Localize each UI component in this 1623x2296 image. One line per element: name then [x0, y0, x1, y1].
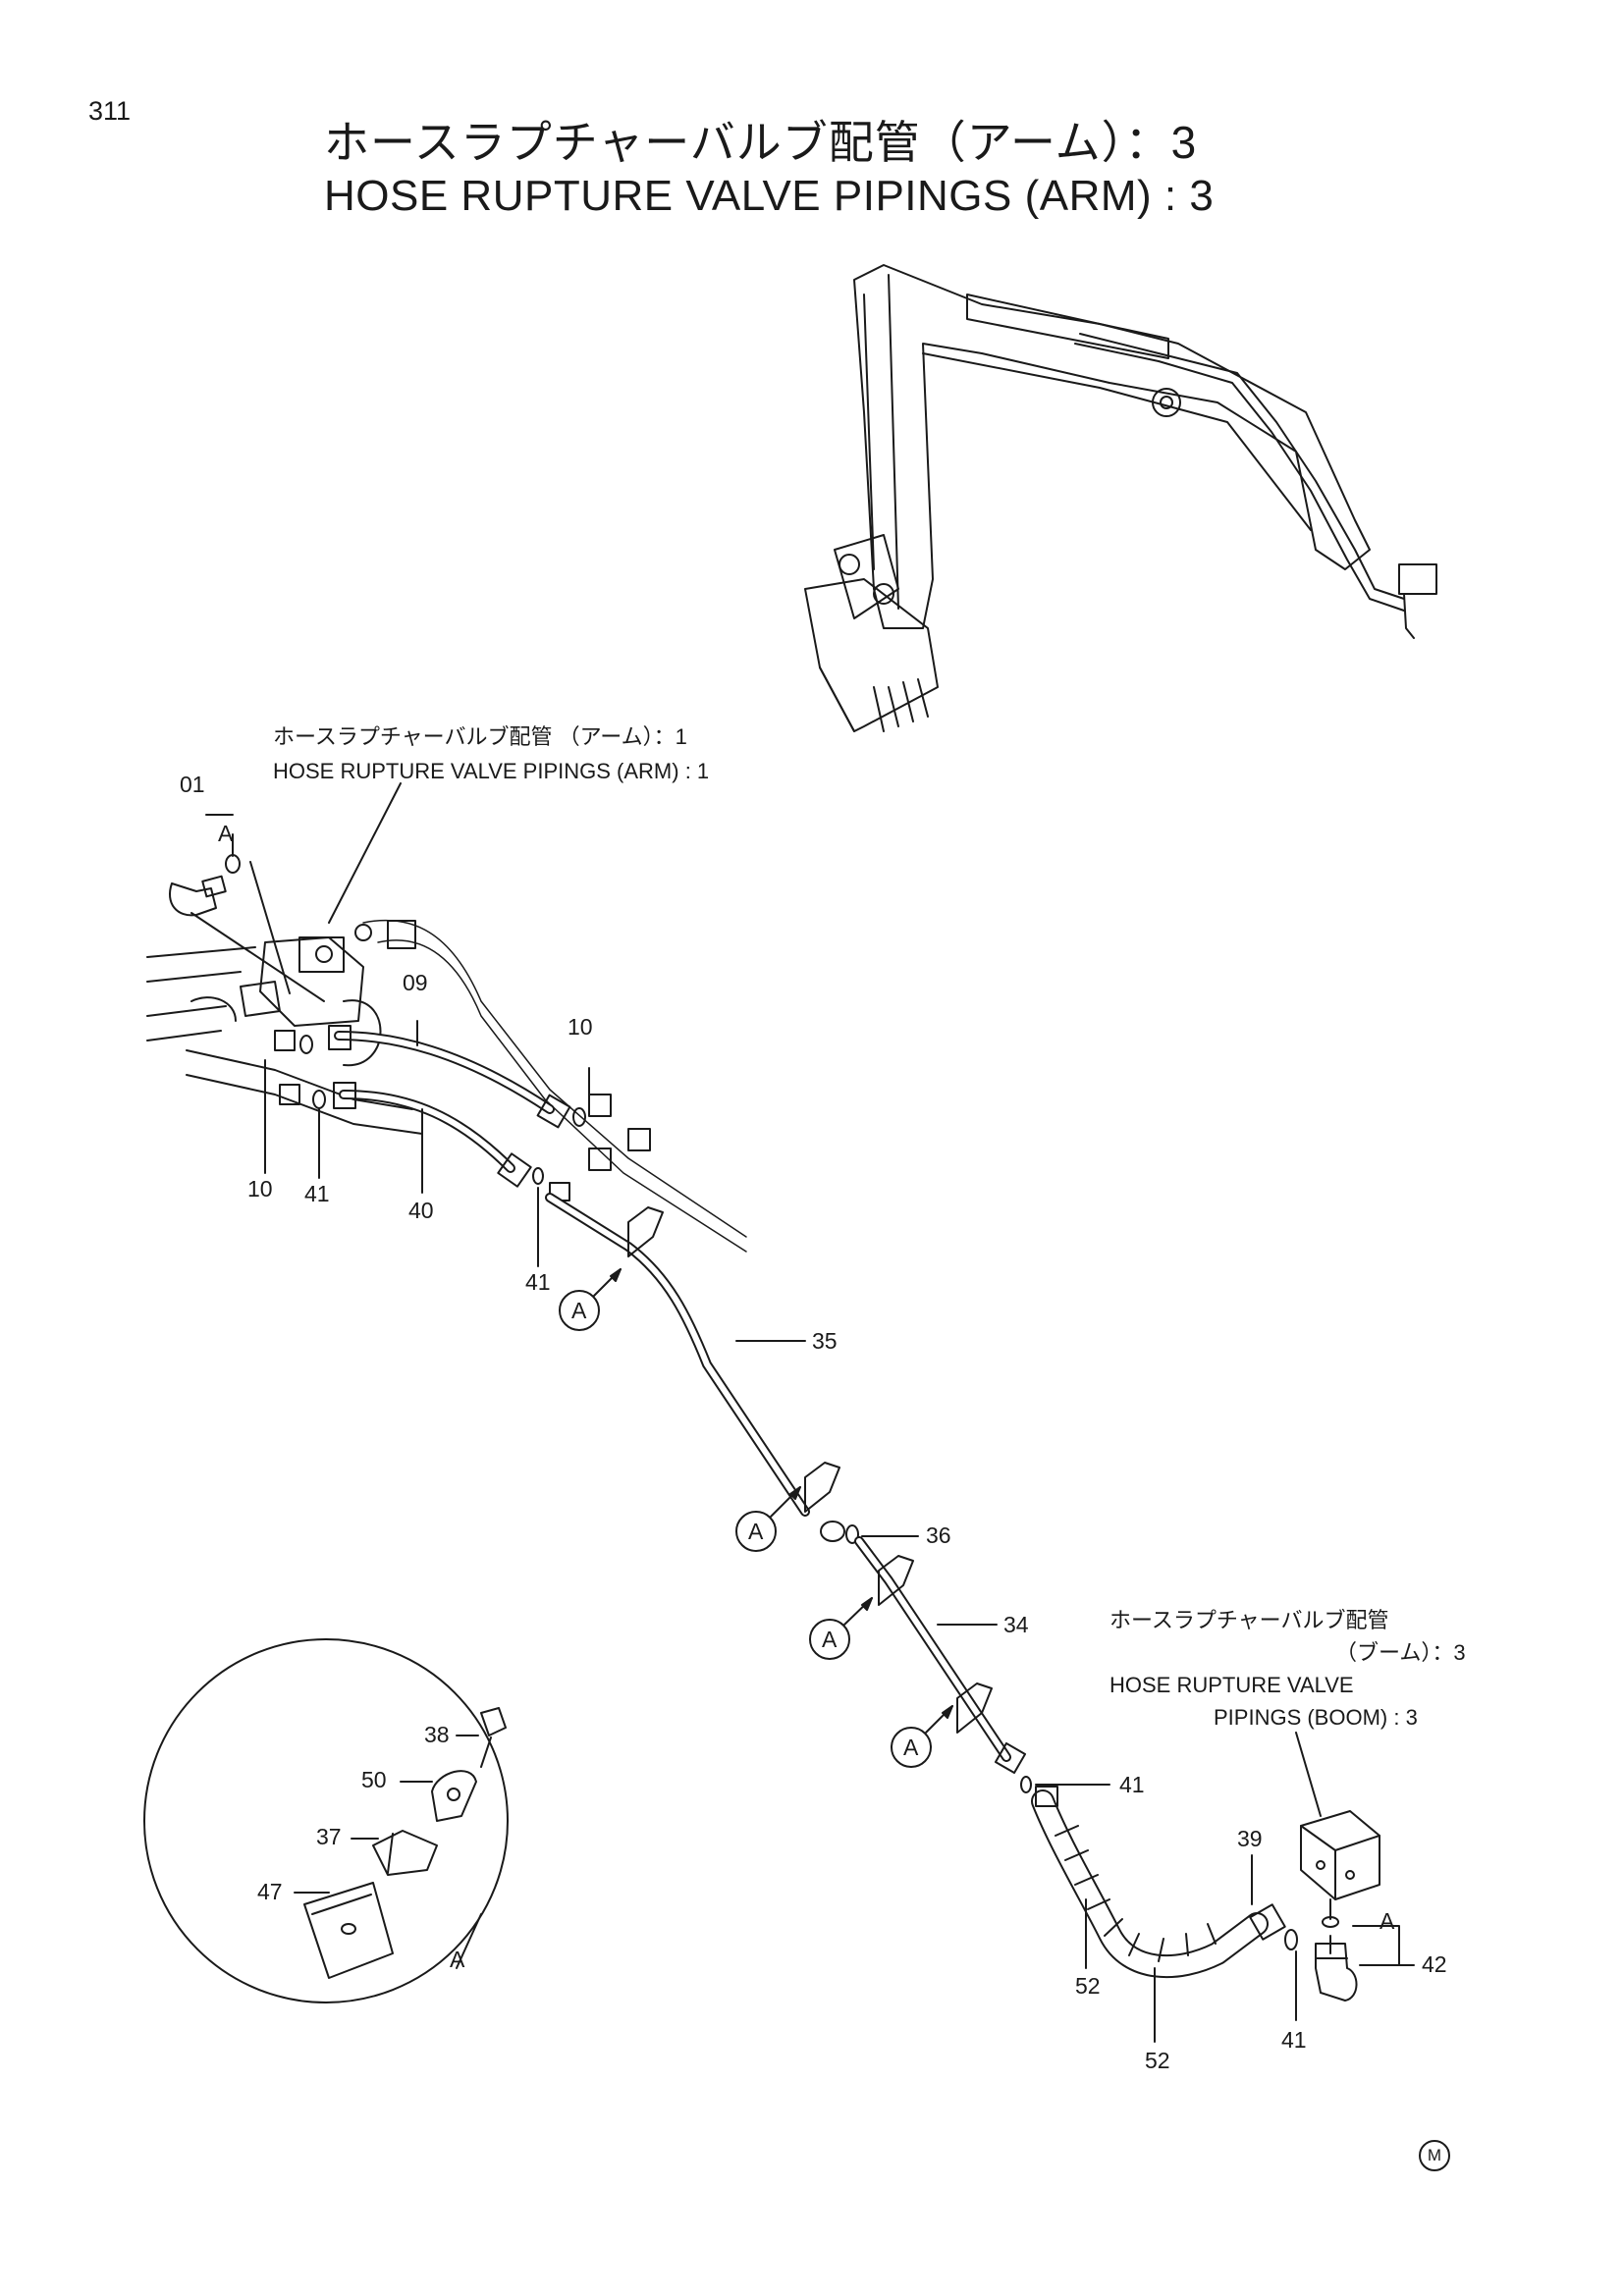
part-label-10: 10 [568, 1014, 593, 1040]
detail-circle [143, 1638, 509, 2003]
xref-boom-japanese: ホースラプチャーバルブ配管 [1109, 1608, 1389, 1632]
callout-arrows [559, 1268, 953, 1768]
hose-09 [328, 1020, 586, 1129]
part-label-01: 01 [180, 772, 205, 797]
callout-a-label: A [571, 1298, 587, 1323]
xref-arm-english: HOSE RUPTURE VALVE PIPINGS (ARM) : 1 [273, 759, 710, 783]
xref-boom-japanese-line2: （ブーム）：3 [1335, 1640, 1466, 1665]
xref-boom-english-line2: PIPINGS (BOOM) : 3 [1214, 1705, 1418, 1730]
part-label-41: 41 [1119, 1772, 1145, 1797]
page-title-english: HOSE RUPTURE VALVE PIPINGS (ARM) : 3 [324, 172, 1215, 220]
callout-a-label: A [822, 1627, 838, 1652]
part-label-34: 34 [1003, 1612, 1029, 1637]
part-label-52: 52 [1145, 2048, 1170, 2073]
callout-a-label: A [748, 1519, 764, 1544]
pipe-35 [532, 1167, 840, 1517]
hose-40 [333, 1082, 532, 1194]
part-label-40: 40 [408, 1198, 434, 1223]
part-label-42: 42 [1422, 1951, 1447, 1977]
pipe-34 [854, 1536, 1027, 1775]
detail-circle-label: A [450, 1947, 465, 1972]
valve-assembly [146, 814, 423, 1179]
page-number: 311 [88, 96, 132, 126]
xref-boom-leader [1295, 1732, 1322, 1817]
detail-ref-label: A [218, 821, 234, 846]
part-label-41: 41 [525, 1269, 551, 1295]
part-label-38: 38 [424, 1722, 450, 1747]
part-label-50: 50 [361, 1767, 387, 1792]
part-label-47: 47 [257, 1879, 283, 1904]
page-title-japanese: ホースラプチャーバルブ配管（アーム）：3 [324, 117, 1198, 168]
part-label-36: 36 [926, 1522, 951, 1548]
part-label-41: 41 [304, 1181, 330, 1206]
part-label-37: 37 [316, 1824, 342, 1849]
hose-52 [1031, 1786, 1286, 2043]
part-label-35: 35 [812, 1328, 838, 1354]
manual-mark: M [1419, 2140, 1450, 2171]
detail-ref-label: A [1380, 1908, 1395, 1934]
xref-arm-leader [328, 782, 402, 924]
boom-valve-block [1300, 1810, 1415, 2002]
part-label-52: 52 [1075, 1973, 1101, 1999]
callout-a-label: A [903, 1735, 919, 1760]
part-label-41: 41 [1281, 2027, 1307, 2053]
xref-boom-english: HOSE RUPTURE VALVE [1109, 1673, 1354, 1697]
xref-arm-japanese: ホースラプチャーバルブ配管 （アーム）：1 [273, 724, 687, 749]
excavator-arm-overview [804, 264, 1437, 732]
part-label-09: 09 [403, 970, 428, 995]
part-label-10: 10 [247, 1176, 273, 1201]
part-label-39: 39 [1237, 1826, 1263, 1851]
